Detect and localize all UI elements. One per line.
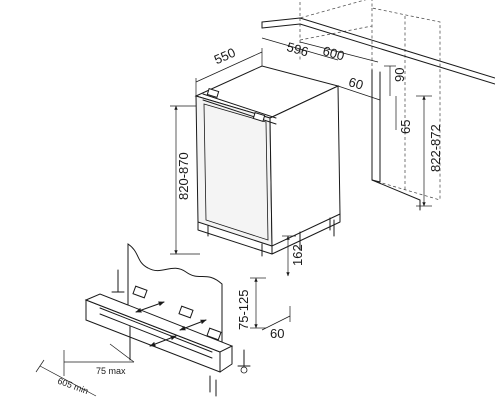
dim-822-872-label: 822-872 — [428, 124, 443, 172]
dim-162: 162 — [282, 235, 305, 277]
dim-596: 596 — [261, 37, 339, 61]
dim-90-label: 90 — [392, 68, 407, 82]
dim-605-min-label: 605 min — [56, 376, 90, 396]
dim-822-872: 822-872 — [416, 95, 443, 207]
dim-90: 90 — [384, 65, 407, 96]
dim-60-bottom-label: 60 — [270, 326, 284, 341]
assembly-arrows — [135, 301, 207, 347]
dim-65-label: 65 — [398, 120, 413, 134]
cabinet-niche — [261, 0, 495, 211]
dim-60-top-label: 60 — [347, 74, 365, 92]
dim-596-label: 596 — [285, 39, 310, 59]
dim-60-top: 60 — [337, 74, 381, 101]
dim-600-label: 600 — [321, 43, 346, 63]
dim-162-label: 162 — [290, 244, 305, 266]
dim-75-max-label: 75 max — [96, 366, 126, 376]
dim-75-125: 75-125 — [236, 277, 266, 330]
dim-820-870-label: 820-870 — [176, 152, 191, 200]
dim-550-label: 550 — [212, 45, 238, 68]
dim-75-125-label: 75-125 — [236, 290, 251, 330]
dim-820-870: 820-870 — [170, 105, 200, 255]
appliance-body — [194, 65, 341, 257]
dim-600: 600 — [299, 41, 379, 63]
dim-605-min: 605 min — [35, 359, 97, 397]
dim-65: 65 — [395, 96, 413, 134]
dim-75-max: 75 max — [63, 343, 135, 376]
dim-60-bottom: 60 — [261, 306, 291, 341]
